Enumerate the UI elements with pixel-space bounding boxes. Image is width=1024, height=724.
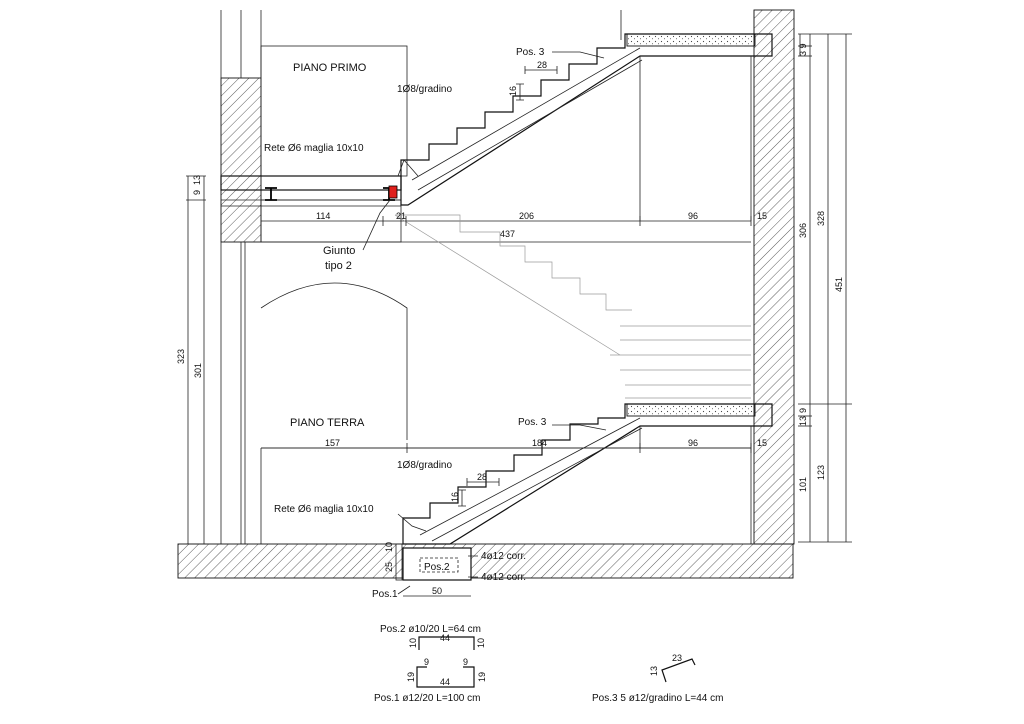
dim-184: 184	[532, 438, 547, 448]
label-gradino-upper: 1Ø8/gradino	[397, 84, 452, 95]
dim-96-upper: 96	[688, 211, 698, 221]
left-wall-upper	[220, 77, 262, 243]
schedule-pos1-top-left: 9	[424, 657, 429, 667]
label-piano-primo: PIANO PRIMO	[293, 62, 367, 74]
dim-157: 157	[325, 438, 340, 448]
dim-328: 328	[816, 211, 826, 226]
label-piano-terra: PIANO TERRA	[290, 417, 365, 429]
label-rete-upper: Rete Ø6 maglia 10x10	[264, 143, 364, 154]
dim-step-w-lower: 28	[477, 472, 487, 482]
schedule-pos2-shape	[418, 636, 475, 650]
dim-step-h-upper: 16	[508, 86, 518, 96]
label-tipo2: tipo 2	[325, 260, 352, 272]
label-giunto: Giunto	[323, 245, 355, 257]
dim-39-upper: 3 9	[798, 43, 808, 56]
label-gradino-lower: 1Ø8/gradino	[397, 460, 452, 471]
schedule-pos3-shape	[661, 658, 696, 683]
schedule-pos3-w: 23	[672, 653, 682, 663]
schedule-pos2-top: 44	[440, 633, 450, 643]
dim-323: 323	[176, 349, 186, 364]
dim-slab-a-upper: 9	[192, 190, 202, 195]
dim-13-lower: 13	[798, 416, 808, 426]
schedule-pos1-caption: Pos.1 ø12/20 L=100 cm	[374, 693, 480, 704]
schedule-pos2-right: 10	[476, 638, 486, 648]
schedule-pos1-left: 19	[406, 672, 416, 682]
schedule-pos3-h: 13	[649, 666, 659, 676]
steel-profile-left	[265, 187, 277, 201]
dim-96-lower: 96	[688, 438, 698, 448]
label-rete-lower: Rete Ø6 maglia 10x10	[274, 504, 374, 515]
schedule-pos1-shape	[416, 666, 475, 688]
schedule-pos2-left: 10	[408, 638, 418, 648]
dim-10-found: 10	[384, 542, 394, 552]
dim-slab-b-upper: 13	[192, 175, 202, 185]
schedule-pos1-top-right: 9	[463, 657, 468, 667]
schedule-pos1-right: 19	[477, 672, 487, 682]
right-wall	[753, 9, 795, 545]
joint-marker	[388, 185, 398, 199]
label-pos1: Pos.1	[372, 589, 398, 600]
label-corr-top: 4ø12 corr.	[481, 551, 526, 562]
dim-25-found: 25	[384, 562, 394, 572]
foundation	[402, 547, 472, 581]
label-pos3-upper: Pos. 3	[516, 47, 545, 58]
dim-21: 21	[396, 211, 406, 221]
dim-206: 206	[519, 211, 534, 221]
dim-step-h-lower: 16	[450, 492, 460, 502]
dim-15-upper: 15	[757, 211, 767, 221]
dim-306: 306	[798, 223, 808, 238]
schedule-pos2-caption: Pos.2 ø10/20 L=64 cm	[380, 624, 481, 635]
dim-101: 101	[798, 477, 808, 492]
dim-451: 451	[834, 277, 844, 292]
label-pos2-box: Pos.2	[424, 562, 450, 573]
dim-15-lower: 15	[757, 438, 767, 448]
arch-opening	[260, 282, 408, 440]
schedule-pos3-caption: Pos.3 5 ø12/gradino L=44 cm	[592, 693, 723, 704]
dim-step-w-upper: 28	[537, 60, 547, 70]
dim-123: 123	[816, 465, 826, 480]
ground	[177, 543, 794, 579]
schedule-pos1-bottom: 44	[440, 677, 450, 687]
label-corr-bottom: 4ø12 corr.	[481, 572, 526, 583]
dim-50-found: 50	[432, 586, 442, 596]
dim-301: 301	[193, 363, 203, 378]
dim-437: 437	[500, 229, 515, 239]
lower-stair-steps	[402, 403, 773, 545]
upper-stair-steps	[400, 33, 773, 206]
dim-9-lower: 9	[798, 408, 808, 413]
dim-114: 114	[316, 211, 330, 221]
label-pos3-lower: Pos. 3	[518, 417, 547, 428]
